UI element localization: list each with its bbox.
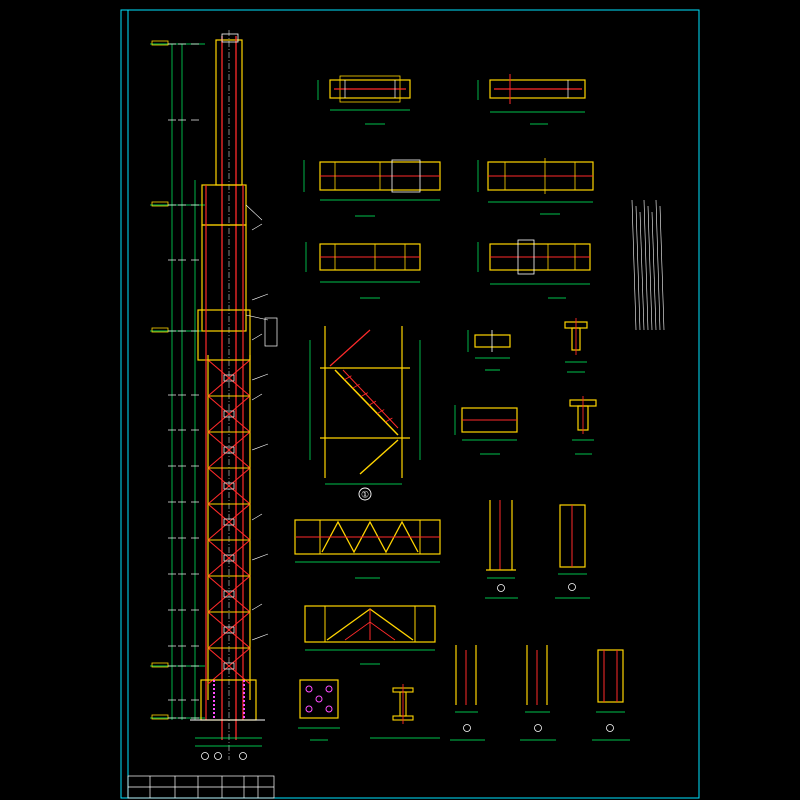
- callout-leaders: [251, 223, 269, 641]
- member-tag: [223, 482, 235, 490]
- callout-leader: [251, 443, 269, 451]
- callout-leader: [251, 553, 269, 561]
- bolt: [325, 685, 333, 693]
- detail-d: [520, 645, 556, 741]
- member-tag: [223, 374, 235, 382]
- callout-leader: [251, 293, 269, 301]
- section-6-6: [304, 605, 436, 665]
- section-7-7: [477, 158, 594, 215]
- bracing-diagonal: [207, 395, 251, 433]
- section-9-9: [467, 330, 511, 371]
- section-11-11: [564, 318, 588, 373]
- column-base: [190, 679, 265, 747]
- note-line: [643, 199, 649, 331]
- hatch-line: [352, 383, 360, 389]
- hatch-line: [344, 375, 352, 381]
- sheet-frame: [120, 9, 700, 799]
- bolt: [305, 705, 313, 713]
- callout-leader: [251, 393, 263, 401]
- bracing-diagonal: [207, 647, 251, 685]
- grid-axis-bubbles: [201, 752, 247, 760]
- hatch-line: [368, 400, 377, 406]
- member-tag: [223, 518, 235, 526]
- section-8-8: [477, 239, 591, 299]
- upper-column: [215, 30, 243, 760]
- callout-leader: [251, 633, 269, 641]
- callout-leader: [251, 513, 263, 521]
- detail-b: [555, 504, 590, 599]
- member-tag: [223, 446, 235, 454]
- dimension-ticks: [168, 43, 199, 719]
- section-5-5: [294, 519, 441, 579]
- section-3-3: [303, 159, 441, 217]
- i-section-detail: [370, 684, 440, 739]
- member-tag: [223, 410, 235, 418]
- general-notes: [631, 199, 665, 331]
- detail-a: [485, 500, 518, 599]
- member-tag: [223, 662, 235, 670]
- callout-leader: [251, 373, 269, 381]
- bracing-diagonal: [207, 575, 251, 613]
- member-tag: [223, 590, 235, 598]
- bracket-red-lines: [205, 185, 244, 720]
- elevation-marks: [150, 40, 205, 720]
- main-elevation: [150, 30, 278, 760]
- section-2-2: [477, 74, 586, 125]
- hatch-line: [360, 392, 369, 397]
- callout-leader: [251, 603, 263, 611]
- callout-leader: [251, 333, 263, 341]
- bracing-diagonal: [207, 359, 251, 397]
- bracing-diagonal: [207, 503, 251, 541]
- bracing-diagonal: [207, 539, 251, 577]
- note-line: [651, 211, 657, 331]
- detail-marker: ①: [361, 491, 369, 501]
- detail-c: [450, 645, 485, 741]
- hatch-line: [377, 409, 385, 414]
- title-block: [127, 775, 275, 799]
- detail-1-bracket: ①: [309, 326, 421, 501]
- hatch-line: [385, 417, 393, 423]
- vertical-dimension-chains: [171, 44, 196, 720]
- bolt: [325, 705, 333, 713]
- detail-e: [592, 649, 630, 741]
- section-1-1: [317, 75, 411, 125]
- bracing-diagonal: [207, 467, 251, 505]
- crane-bracket: [197, 184, 278, 361]
- section-4-4: [305, 242, 421, 299]
- note-line: [647, 205, 653, 331]
- member-tag: [223, 626, 235, 634]
- bracing-diagonal: [207, 431, 251, 469]
- note-line: [659, 205, 665, 331]
- member-tag: [223, 554, 235, 562]
- note-line: [655, 199, 661, 331]
- bolt-plate-detail: [298, 679, 340, 741]
- note-line: [635, 205, 641, 331]
- note-line: [631, 199, 637, 331]
- note-line: [639, 211, 645, 331]
- bolt: [315, 695, 323, 703]
- callout-leader: [251, 223, 263, 231]
- lattice-column: [207, 355, 251, 700]
- section-10-10: [454, 405, 518, 455]
- bolt: [305, 685, 313, 693]
- bracing-diagonal: [207, 611, 251, 649]
- section-12-12: [569, 396, 597, 455]
